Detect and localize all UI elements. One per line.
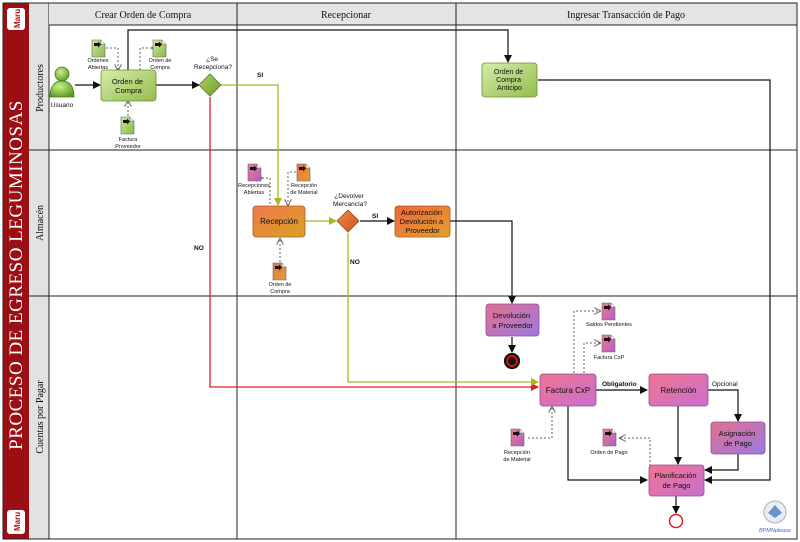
doc-input-arrow-icon (275, 264, 282, 271)
flow-asignacion-to-planificacion (704, 454, 739, 474)
svg-text:Devolución a Proveedor: Devolución a Proveedor (492, 311, 533, 330)
gateway-se-recepciona[interactable] (198, 73, 222, 97)
doc-input-arrow-icon (250, 165, 257, 172)
bpmn-please-badge: BPMNplease (759, 500, 791, 534)
svg-text:Autorización Devolución: Autorización Devolución a Proveedor (400, 208, 445, 235)
gateway-devolver-label: ¿Devolver Mercancía? (333, 193, 367, 208)
doc-factura-cxp-doc[interactable] (601, 334, 616, 353)
usuario-label: Usuario (51, 102, 74, 109)
label-no-2: NO (350, 259, 360, 266)
flow-anticipo-to-planificacion (538, 79, 771, 484)
flow-no-to-factura (209, 97, 539, 391)
svg-text:Factura CxP: Factura CxP (546, 386, 590, 395)
flow-si-to-recepcion (221, 84, 282, 206)
gateway-devolver-mercancia[interactable] (336, 209, 360, 233)
label-opcional: Opcional (712, 381, 738, 388)
doc-recepcion-material2[interactable] (510, 428, 525, 447)
svg-text:Orden de Compra: Orden de Compra (112, 77, 145, 95)
doc-input-arrow-icon (123, 118, 130, 125)
task-asignacion-pago[interactable]: Asignación de Pago (710, 421, 766, 455)
doc-label-saldos-pendientes: Saldos Pendientes (586, 322, 632, 328)
usuario-actor[interactable] (49, 66, 75, 98)
svg-text:BPMNplease: BPMNplease (759, 528, 791, 534)
task-autorizacion-devolucion[interactable]: Autorización Devolución a Proveedor (394, 205, 451, 238)
task-orden-compra[interactable]: Orden de Compra (100, 69, 157, 102)
svg-text:Retención: Retención (660, 386, 696, 395)
doc-orden-compra-doc2[interactable] (272, 262, 287, 281)
column-header-band (49, 3, 797, 25)
doc-recepcion-material[interactable] (296, 163, 311, 182)
flow-no-to-factura-2 (347, 233, 539, 386)
task-factura-cxp[interactable]: Factura CxP (539, 373, 597, 407)
logo-bottom: Maru (7, 510, 25, 534)
column-header-crear-orden: Crear Orden de Compra (95, 10, 192, 21)
lane-label-almacen: Almacén (35, 205, 46, 241)
doc-input-arrow-icon (604, 336, 611, 343)
doc-input-arrow-icon (155, 41, 162, 48)
doc-recepciones-abiertas[interactable] (247, 163, 262, 182)
doc-orden-pago[interactable] (602, 428, 617, 447)
end-event-planificacion[interactable] (668, 513, 684, 529)
task-recepcion[interactable]: Recepción (252, 205, 306, 238)
doc-input-arrow-icon (94, 41, 101, 48)
lane-label-productores: Productores (35, 64, 46, 112)
svg-text:Orden de Compra An: Orden de Compra Anticipo (494, 69, 525, 92)
svg-text:Planificación de Pago: Planificación de Pago (654, 471, 698, 490)
doc-input-arrow-icon (513, 430, 520, 437)
doc-input-arrow-icon (605, 430, 612, 437)
flow-autorizacion-to-devolucion (450, 220, 516, 304)
doc-input-arrow-icon (299, 165, 306, 172)
doc-input-arrow-icon (604, 304, 611, 311)
label-obligatorio: Obligatorio (602, 381, 637, 388)
doc-label-factura-cxp-doc: Factura CxP (594, 355, 625, 361)
task-devolucion-proveedor[interactable]: Devolución a Proveedor (485, 303, 540, 337)
doc-orden-compra-doc[interactable] (152, 39, 167, 58)
doc-ordenes-abiertas[interactable] (91, 39, 106, 58)
doc-factura-proveedor[interactable] (120, 116, 135, 135)
task-orden-compra-anticipo[interactable]: Orden de Compra Anticipo (481, 62, 538, 98)
flow-retencion-to-asignacion (708, 389, 742, 422)
svg-text:Recepción: Recepción (260, 217, 298, 226)
task-retencion[interactable]: Retención (648, 373, 709, 407)
title-bar (3, 3, 29, 539)
label-si-1: SI (257, 72, 263, 79)
data-associations (106, 48, 651, 466)
column-header-recepcionar: Recepcionar (321, 10, 372, 21)
doc-saldos-pendientes[interactable] (601, 302, 616, 321)
column-header-ingresar-pago: Ingresar Transacción de Pago (567, 10, 685, 21)
gateway-se-recepciona-label: ¿Se Recepciona? (194, 56, 232, 71)
lane-label-cuentas-por-pagar: Cuentas por Pagar (35, 380, 46, 454)
flow-factura-to-planificacion (567, 406, 648, 484)
end-event-devolucion[interactable] (503, 352, 521, 370)
task-planificacion-pago[interactable]: Planificación de Pago (648, 464, 705, 497)
svg-text:Asignación de Pago: Asignación de Pago (719, 429, 758, 448)
svg-text:Maru: Maru (13, 9, 22, 28)
process-title: PROCESO DE EGRESO LEGUMINOSAS (6, 100, 27, 450)
doc-label-orden-pago: Orden de Pago (590, 450, 627, 456)
flow-orden-to-anticipo (127, 29, 512, 70)
label-si-2: SI (372, 213, 378, 220)
lane-label-strip (29, 3, 49, 539)
label-no-1: NO (194, 245, 204, 252)
logo-top: Maru (7, 8, 25, 30)
svg-text:Maru: Maru (13, 512, 22, 531)
